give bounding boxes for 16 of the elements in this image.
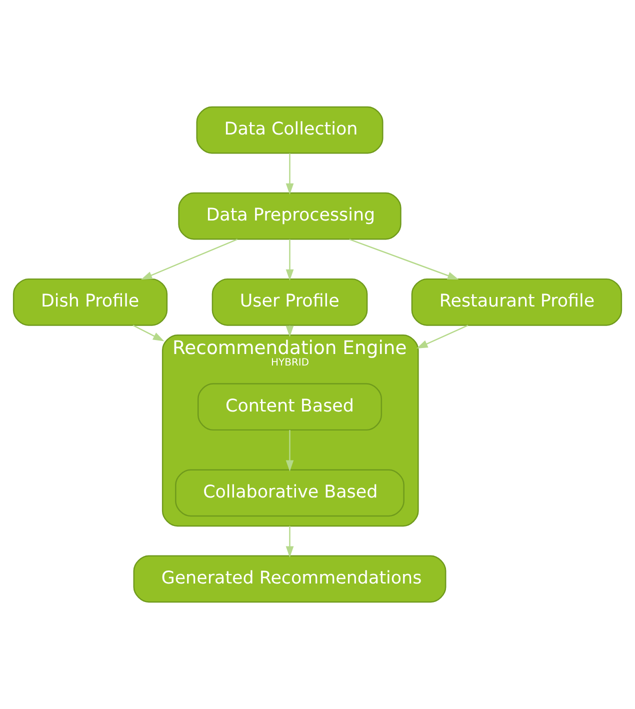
arrow — [286, 239, 294, 281]
arrow — [286, 153, 294, 195]
node-box: Dish Profile — [12, 278, 168, 326]
arrow — [416, 324, 468, 349]
arrow — [132, 324, 164, 342]
node-box: Data Preprocessing — [178, 192, 402, 240]
arrow — [286, 430, 294, 472]
arrow — [349, 238, 459, 280]
arrow — [286, 326, 294, 338]
arrow — [140, 238, 238, 280]
node-box: Data Collection — [196, 106, 384, 154]
node-box: Generated Recommendations — [133, 555, 446, 603]
arrow — [286, 526, 294, 558]
node-box: Content Based — [197, 383, 382, 431]
node-box: Restaurant Profile — [411, 278, 622, 326]
node-box: Collaborative Based — [175, 469, 404, 517]
